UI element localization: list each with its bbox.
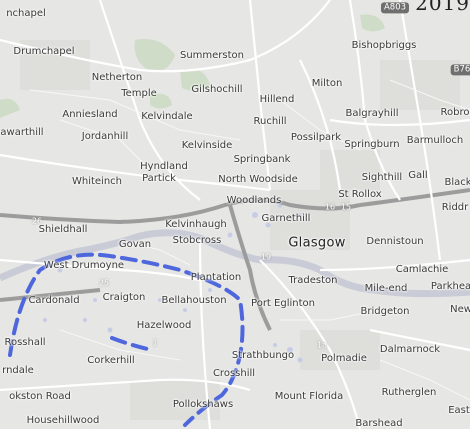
place-label: Gall xyxy=(408,170,428,181)
place-label: Camlachie xyxy=(395,264,449,275)
place-label: Househillwood xyxy=(26,415,100,426)
place-label-glasgow: Glasgow xyxy=(288,235,346,251)
place-label: Tradeston xyxy=(288,275,338,286)
green-areas xyxy=(0,14,385,118)
place-label: nchapel xyxy=(6,8,46,19)
place-label: Port Eglinton xyxy=(251,298,315,309)
minor-roads xyxy=(29,79,470,401)
place-label: Kelvinhaugh xyxy=(165,219,227,230)
place-label: Barmulloch xyxy=(406,135,464,146)
place-label: Springburn xyxy=(344,139,400,150)
place-label: Bellahouston xyxy=(161,295,227,306)
place-label: Balgrayhill xyxy=(345,108,399,119)
motorways xyxy=(0,188,470,331)
place-label: St Rollox xyxy=(338,189,382,200)
place-label: Strathbungo xyxy=(231,350,295,361)
place-label: Kelvindale xyxy=(141,111,193,122)
place-label: Rosshall xyxy=(4,337,46,348)
place-label: Ruchill xyxy=(253,116,287,127)
place-label: Barshead xyxy=(355,418,403,429)
place-label: Robro xyxy=(440,107,470,118)
place-label: Milton xyxy=(311,78,343,89)
place-label: Riddr xyxy=(441,202,469,213)
place-label: okston Road xyxy=(9,391,71,402)
place-label: New xyxy=(450,304,470,315)
place-label: Bridgeton xyxy=(360,306,410,317)
place-label: Pollokshaws xyxy=(172,399,234,410)
place-label: Netherton xyxy=(91,72,143,83)
place-label: Whiteinch xyxy=(71,176,123,187)
place-label: Hyndland xyxy=(140,161,188,172)
place-label: Mile-end xyxy=(364,283,408,294)
place-label: Hillend xyxy=(259,94,295,105)
place-label: North Woodside xyxy=(218,174,298,185)
place-label: Possilpark xyxy=(290,132,342,143)
place-label: East xyxy=(448,405,470,416)
place-label: Crosshill xyxy=(212,368,256,379)
place-label: Mount Florida xyxy=(274,391,344,402)
place-label: Parkhea xyxy=(430,281,470,292)
place-label: Govan xyxy=(118,239,152,250)
place-label: Dennistoun xyxy=(366,236,424,247)
junction-25: 25 xyxy=(98,278,110,288)
place-label: Kelvinside xyxy=(181,140,233,151)
junction-26: 26 xyxy=(31,216,43,226)
junction-19: 19 xyxy=(260,252,272,262)
place-label: Drumchapel xyxy=(13,46,75,57)
place-label: Sighthill xyxy=(361,172,403,183)
place-label: Polmadie xyxy=(321,353,367,364)
year-label: 2019 xyxy=(415,0,470,15)
place-label: Black xyxy=(444,177,470,188)
place-label: Craigton xyxy=(102,292,146,303)
place-label: Jordanhill xyxy=(81,131,129,142)
junction-15: 15 xyxy=(340,202,352,212)
place-label: Anniesland xyxy=(62,109,118,120)
place-label: Garnethill xyxy=(261,213,311,224)
place-label: Temple xyxy=(121,88,157,99)
junction-1a: 1a xyxy=(317,340,327,350)
place-label: rndale xyxy=(2,365,34,376)
river-clyde xyxy=(0,229,470,298)
place-label: West Drumoyne xyxy=(43,260,125,271)
place-label: Hazelwood xyxy=(136,320,192,331)
junction-1: 1 xyxy=(152,338,158,348)
place-label: Bishopbriggs xyxy=(351,40,417,51)
place-label: Rutherglen xyxy=(381,387,437,398)
place-label: Cardonald xyxy=(28,295,80,306)
place-label: Dalmarnock xyxy=(379,344,441,355)
place-label: Shieldhall xyxy=(38,224,88,235)
road-shield-a803: A803 xyxy=(380,2,410,14)
place-label: Woodlands xyxy=(226,195,282,206)
place-label: Summerston xyxy=(179,50,245,61)
place-label: Springbank xyxy=(233,154,291,165)
place-label: Plantation xyxy=(190,272,242,283)
place-label: Corkerhill xyxy=(87,355,135,366)
place-label: Stobcross xyxy=(172,235,222,246)
place-label: Partick xyxy=(142,173,176,184)
junction-16: 16 xyxy=(324,202,336,212)
place-label: Gilshochill xyxy=(191,84,243,95)
boundary-dashed-line xyxy=(8,252,245,427)
urban-blocks xyxy=(20,40,460,420)
road-shield-b76: B76 xyxy=(450,64,470,76)
place-label: awarthill xyxy=(0,127,44,138)
